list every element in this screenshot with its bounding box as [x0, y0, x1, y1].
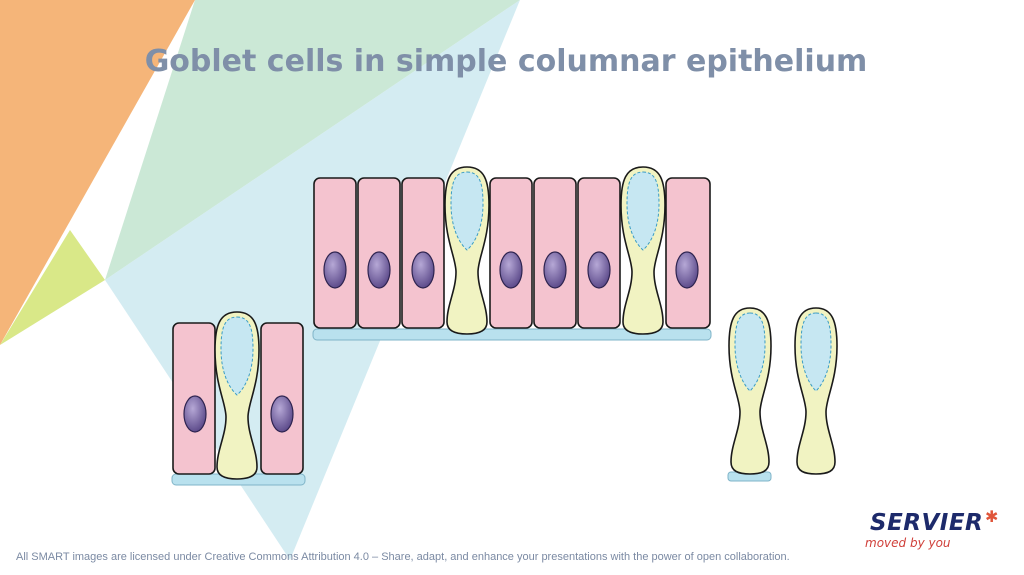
nucleus	[367, 251, 391, 289]
columnar-cell	[401, 177, 445, 329]
nucleus	[270, 395, 294, 433]
columnar-cell	[172, 322, 216, 475]
bg-lime-wedge	[0, 230, 105, 345]
columnar-cell	[313, 177, 357, 329]
bg-orange-wedge	[0, 0, 195, 345]
nucleus	[411, 251, 435, 289]
mucin-granules	[800, 312, 832, 392]
basement-membrane-main	[312, 328, 712, 341]
nucleus	[543, 251, 567, 289]
goblet-cell	[444, 166, 490, 335]
mucin-granules	[626, 171, 660, 251]
page-title: Goblet cells in simple columnar epitheli…	[144, 44, 868, 79]
license-footer: All SMART images are licensed under Crea…	[16, 551, 790, 563]
nucleus	[183, 395, 207, 433]
logo-tagline: moved by you	[865, 536, 951, 550]
logo-wordmark: SERVIER	[870, 510, 984, 536]
columnar-cell	[260, 322, 304, 475]
goblet-cell	[214, 311, 260, 480]
columnar-cell	[665, 177, 711, 329]
nucleus	[675, 251, 699, 289]
columnar-cell	[489, 177, 533, 329]
mucin-granules	[220, 316, 254, 396]
nucleus	[323, 251, 347, 289]
nucleus	[587, 251, 611, 289]
columnar-cell	[533, 177, 577, 329]
goblet-cell	[728, 307, 772, 475]
columnar-cell	[577, 177, 621, 329]
logo-star-icon: ✱	[985, 507, 999, 526]
nucleus	[499, 251, 523, 289]
servier-logo: SERVIER ✱ moved by you	[862, 507, 1012, 552]
goblet-cell	[794, 307, 838, 475]
mucin-granules	[450, 171, 484, 251]
columnar-cell	[357, 177, 401, 329]
mucin-granules	[734, 312, 766, 392]
goblet-cell	[620, 166, 666, 335]
